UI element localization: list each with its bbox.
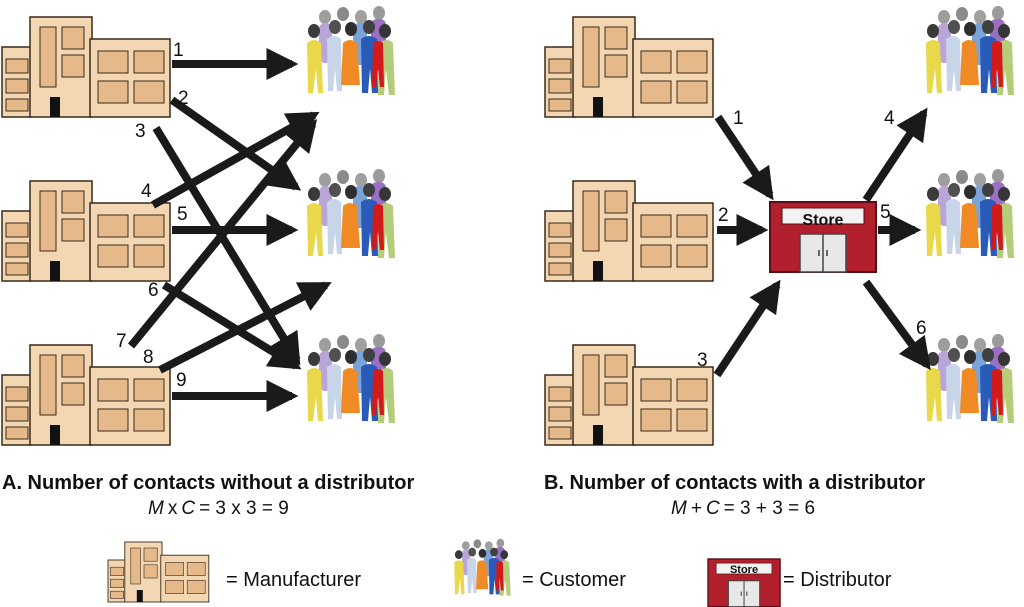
contact-number: 8 bbox=[143, 347, 154, 368]
store-icon: Store bbox=[769, 201, 877, 273]
store-label: Store bbox=[803, 212, 844, 229]
customer-icon bbox=[926, 6, 1014, 95]
contact-number: 3 bbox=[135, 121, 146, 142]
manufacturer-icon bbox=[544, 344, 714, 446]
contact-number: 3 bbox=[697, 350, 708, 371]
manufacturer-icon bbox=[544, 16, 714, 118]
panel-a: 1 2 3 4 5 6 7 8 9 A. Number of contacts … bbox=[1, 6, 414, 519]
contact-number: 2 bbox=[718, 205, 729, 226]
contact-number: 6 bbox=[148, 280, 159, 301]
legend-customer: = Customer bbox=[522, 569, 626, 591]
manufacturer-icon bbox=[544, 180, 714, 282]
manufacturer-icon bbox=[1, 16, 171, 118]
contact-number: 4 bbox=[141, 181, 152, 202]
legend: = Manufacturer = Customer Store = Distri… bbox=[107, 538, 892, 607]
panel-b: Store 1 2 3 4 5 6 B. Number of contacts … bbox=[544, 6, 1014, 519]
contact-arrow bbox=[713, 279, 781, 378]
customer-icon bbox=[926, 334, 1014, 423]
legend-store-label: Store bbox=[730, 564, 758, 576]
customer-legend-icon bbox=[454, 538, 511, 596]
manufacturer-legend-icon bbox=[107, 541, 210, 603]
customer-icon bbox=[926, 169, 1014, 258]
contact-arrow bbox=[169, 96, 302, 191]
contact-number: 2 bbox=[178, 88, 189, 109]
contact-number: 6 bbox=[916, 318, 927, 339]
contact-arrow bbox=[161, 281, 302, 370]
contact-arrow bbox=[152, 125, 301, 366]
customer-icon bbox=[307, 169, 395, 258]
contact-arrow bbox=[714, 114, 774, 201]
contact-number: 9 bbox=[176, 370, 187, 391]
customer-icon bbox=[307, 6, 395, 95]
contact-arrow bbox=[127, 119, 318, 349]
contact-arrow bbox=[862, 279, 931, 371]
customer-icon bbox=[307, 334, 395, 423]
contact-number: 4 bbox=[884, 108, 895, 129]
contact-number: 5 bbox=[177, 204, 188, 225]
contact-arrow bbox=[862, 107, 928, 203]
panel-b-formula: M+C= 3 + 3 = 6 bbox=[671, 498, 815, 519]
panel-a-title: A. Number of contacts without a distribu… bbox=[2, 472, 414, 494]
contact-number: 7 bbox=[116, 331, 127, 352]
panel-b-title: B. Number of contacts with a distributor bbox=[544, 472, 925, 494]
legend-manufacturer: = Manufacturer bbox=[226, 569, 361, 591]
contact-arrow bbox=[158, 281, 332, 374]
contact-number: 1 bbox=[733, 108, 744, 129]
distributor-legend-icon: Store bbox=[707, 558, 781, 607]
legend-distributor: = Distributor bbox=[783, 569, 892, 591]
contact-number: 1 bbox=[173, 40, 184, 61]
contact-number: 5 bbox=[880, 202, 891, 223]
